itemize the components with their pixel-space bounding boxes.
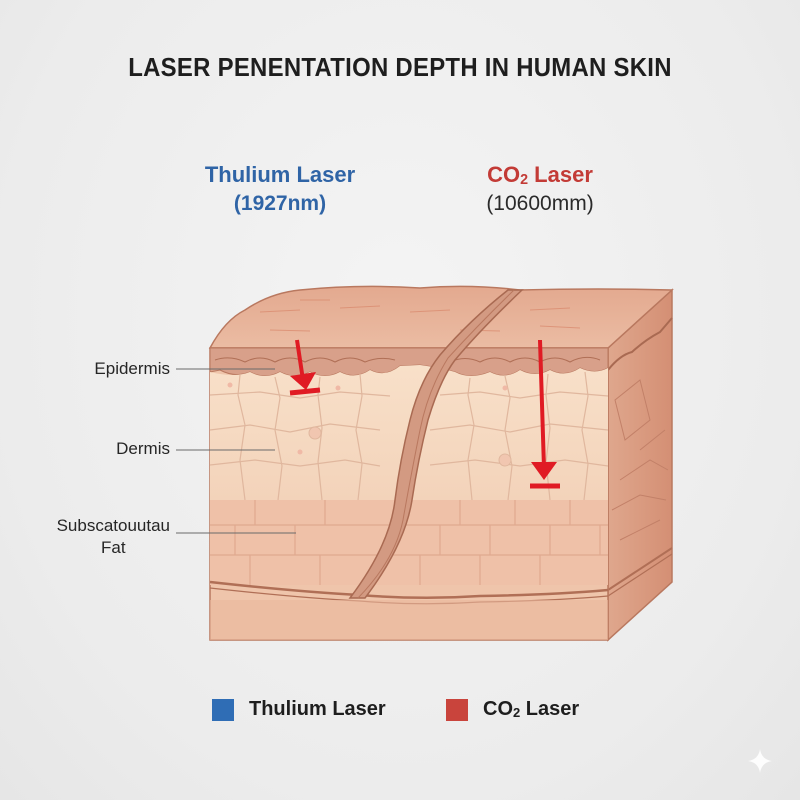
thulium-laser-wavelength: (1927nm) <box>233 192 327 215</box>
legend-item-co2: CO2 Laser <box>446 698 579 721</box>
block-top-face <box>208 285 674 349</box>
sparkle-icon <box>748 749 772 773</box>
legend-co2-prefix: CO <box>483 698 513 720</box>
diagram-title: LASER PENENTATION DEPTH IN HUMAN SKIN <box>128 52 672 82</box>
label-leaders <box>176 368 296 534</box>
epidermis-label: Epidermis <box>94 359 170 378</box>
thulium-penetration-arrow <box>289 339 321 396</box>
co2-name-subscript: 2 <box>520 172 529 189</box>
legend-swatch-co2 <box>446 698 468 721</box>
skin-fold <box>348 289 524 599</box>
legend-co2-suffix: Laser <box>520 698 580 720</box>
fat-label-line2: Fat <box>101 538 126 557</box>
dermis-label: Dermis <box>116 439 170 458</box>
legend-label-thulium: Thulium Laser <box>249 698 386 720</box>
legend-item-thulium: Thulium Laser <box>212 698 386 721</box>
co2-name-prefix: CO <box>487 162 521 187</box>
co2-laser-name: CO2 Laser <box>455 162 625 188</box>
co2-laser-heading: CO2 Laser (10600mm) <box>455 162 625 216</box>
thulium-laser-name: Thulium Laser <box>204 162 356 187</box>
fat-label-line1: Subscatouutau <box>56 516 170 535</box>
block-side-face <box>607 288 673 642</box>
legend-swatch-thulium <box>212 698 234 721</box>
co2-laser-wavelength: (10600mm) <box>486 192 594 216</box>
subcutaneous-fat-label: Subscatouutau Fat <box>57 515 170 559</box>
co2-name-suffix: Laser <box>528 162 593 187</box>
legend-label-co2: CO2 Laser <box>483 698 579 721</box>
legend-co2-subscript: 2 <box>513 704 521 720</box>
thulium-laser-heading: Thulium Laser (1927nm) <box>180 162 380 216</box>
co2-penetration-arrow <box>530 339 560 489</box>
